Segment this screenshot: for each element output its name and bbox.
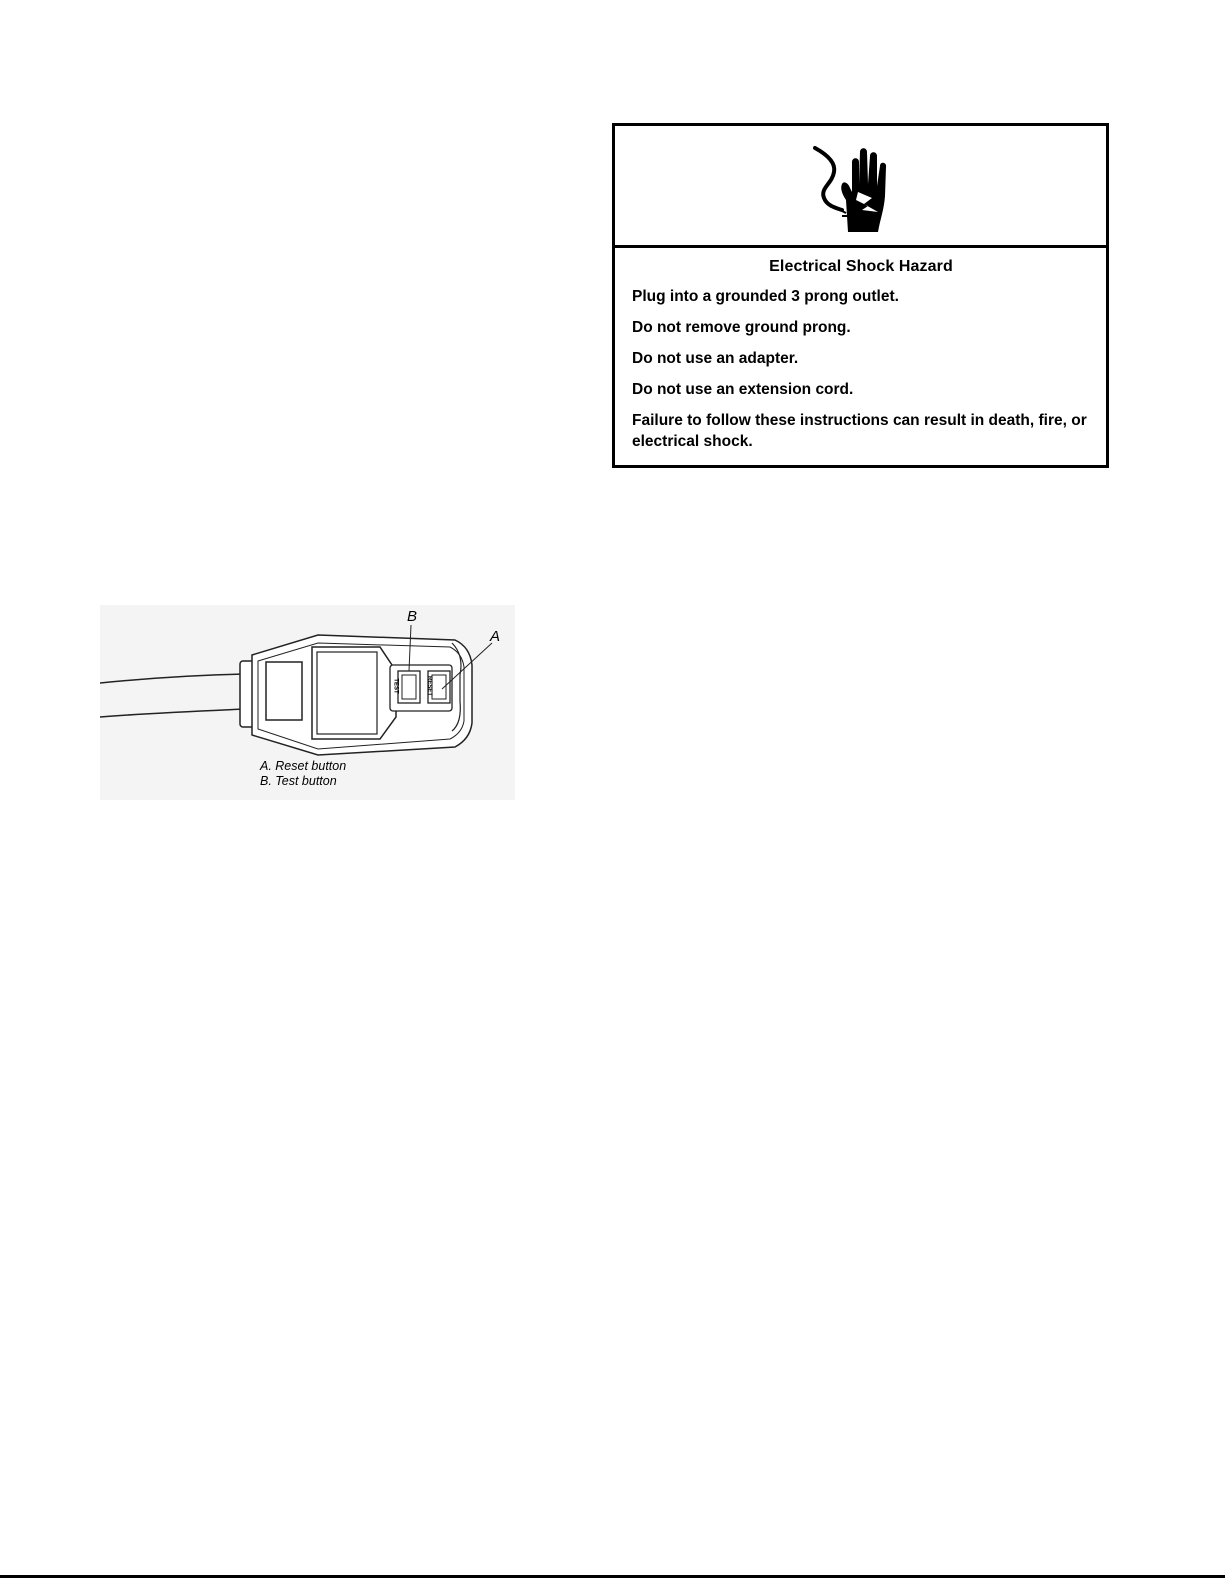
warning-heading: Electrical Shock Hazard	[632, 258, 1090, 276]
caption-line: A. Reset button	[260, 759, 346, 774]
warning-item: Do not remove ground prong.	[632, 317, 1090, 338]
bottom-rule	[0, 1575, 1225, 1578]
reset-button-text: RESET	[426, 676, 432, 696]
warning-text: Electrical Shock Hazard Plug into a grou…	[615, 248, 1106, 452]
power-cord-figure: TEST RESET B A A. Reset button B. Test b…	[100, 605, 515, 800]
callout-label-b: B	[407, 608, 417, 625]
warning-list: Plug into a grounded 3 prong outlet. Do …	[632, 286, 1090, 452]
warning-item: Plug into a grounded 3 prong outlet.	[632, 286, 1090, 307]
warning-item: Do not use an extension cord.	[632, 379, 1090, 400]
callout-label-a: A	[490, 628, 500, 645]
test-button-text: TEST	[393, 678, 399, 693]
warning-symbol-area	[615, 126, 1106, 248]
electrical-shock-hand-icon	[812, 140, 912, 236]
warning-box: Electrical Shock Hazard Plug into a grou…	[612, 123, 1109, 468]
warning-item: Failure to follow these instructions can…	[632, 410, 1090, 452]
warning-item: Do not use an adapter.	[632, 348, 1090, 369]
caption-line: B. Test button	[260, 774, 346, 789]
figure-caption: A. Reset button B. Test button	[260, 759, 346, 789]
